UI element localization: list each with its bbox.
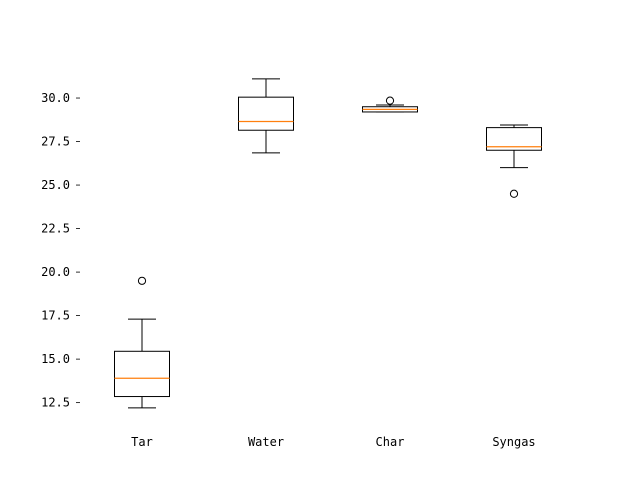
x-tick-label: Water (248, 435, 284, 449)
y-tick-label: 27.5 (41, 135, 70, 149)
y-tick-label: 20.0 (41, 265, 70, 279)
y-tick-label: 12.5 (41, 396, 70, 410)
box-tar (114, 276, 170, 409)
box-iqr (238, 96, 294, 131)
x-tick-label: Tar (131, 435, 153, 449)
box-syngas (486, 124, 542, 198)
outlier-point (385, 96, 395, 105)
y-tick-label: 22.5 (41, 222, 70, 236)
box-iqr (486, 127, 542, 151)
box-iqr (114, 350, 170, 398)
outlier-point (137, 276, 147, 285)
x-axis: Tar Water Char Syngas (131, 435, 536, 449)
y-tick-label: 25.0 (41, 178, 70, 192)
box-water (238, 78, 294, 154)
x-tick-label: Syngas (492, 435, 535, 449)
y-tick-label: 17.5 (41, 309, 70, 323)
y-tick-label: 15.0 (41, 352, 70, 366)
box-char (362, 96, 418, 113)
x-tick-label: Char (376, 435, 405, 449)
y-tick-label: 30.0 (41, 91, 70, 105)
box-series (114, 78, 542, 409)
y-axis: 12.5 15.0 17.5 20.0 22.5 25.0 27.5 30.0 (41, 91, 80, 410)
outlier-point (509, 189, 519, 198)
